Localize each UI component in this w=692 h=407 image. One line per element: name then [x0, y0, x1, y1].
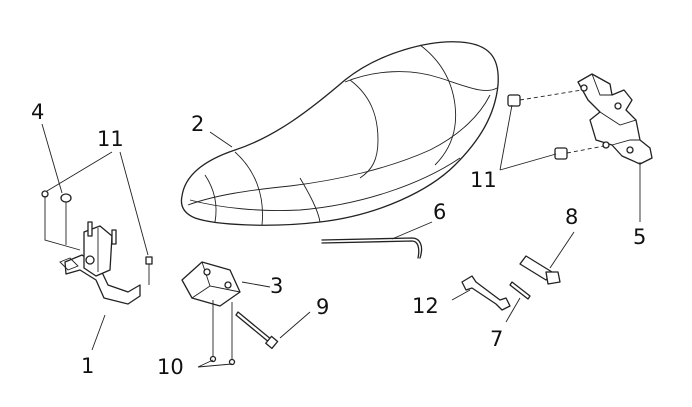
- part-bracket-right: [577, 73, 653, 165]
- leader-1: [91, 314, 106, 351]
- callout-7: 7: [490, 327, 504, 351]
- callout-12: 12: [412, 294, 439, 318]
- part-pin: [509, 281, 531, 300]
- part-seat-mount: [181, 261, 241, 366]
- leader-11a-1: [46, 151, 113, 192]
- leader-2: [209, 131, 233, 148]
- leader-10: [197, 359, 233, 368]
- part-wrench: [461, 275, 511, 311]
- part-bolts-right: [507, 89, 605, 160]
- callout-4: 4: [31, 100, 45, 124]
- leader-11b: [499, 104, 557, 171]
- leader-12: [451, 289, 471, 301]
- leader-6: [391, 221, 433, 240]
- callout-11-left: 11: [97, 127, 124, 151]
- callout-9: 9: [316, 295, 330, 319]
- callout-2: 2: [191, 112, 205, 136]
- leader-4: [41, 123, 63, 194]
- part-bolts-left: [41, 190, 153, 285]
- part-spark-plug-tool: [519, 255, 561, 285]
- callout-10: 10: [157, 355, 184, 379]
- part-long-bolt: [235, 311, 279, 350]
- callout-3: 3: [270, 274, 284, 298]
- callout-11-right: 11: [470, 168, 497, 192]
- callout-1: 1: [81, 354, 95, 378]
- leader-8: [549, 231, 575, 269]
- callout-8: 8: [565, 205, 579, 229]
- callout-5: 5: [633, 225, 647, 249]
- leader-9: [279, 311, 311, 339]
- part-bracket-left: [59, 221, 141, 305]
- leader-7: [505, 297, 521, 323]
- leader-3: [241, 281, 271, 288]
- callout-6: 6: [433, 200, 447, 224]
- leader-11a-2: [119, 151, 149, 256]
- part-seat: [180, 41, 499, 226]
- part-rod: [321, 237, 423, 259]
